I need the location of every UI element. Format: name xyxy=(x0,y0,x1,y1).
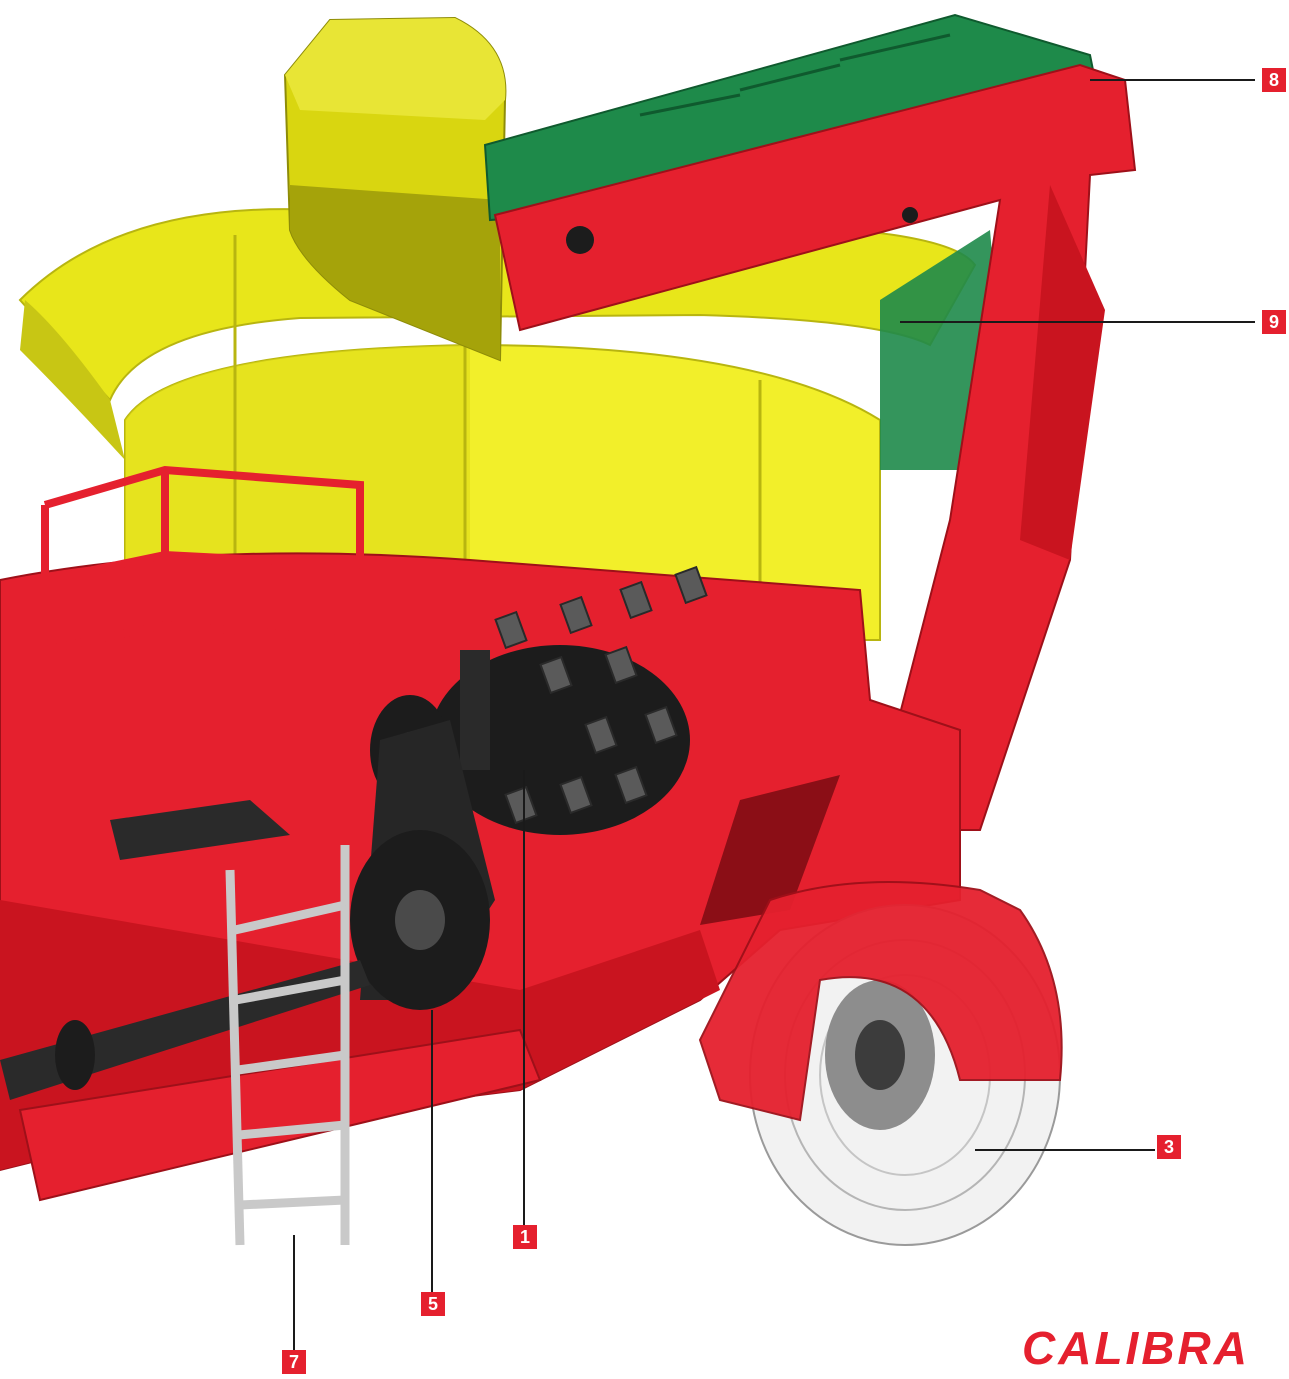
callout-3: 3 xyxy=(1157,1135,1181,1159)
callout-1: 1 xyxy=(513,1225,537,1249)
conveyor-arm xyxy=(493,63,1137,831)
platform-railing xyxy=(41,465,364,850)
deflector xyxy=(283,16,507,362)
leader-lines xyxy=(293,79,1255,1355)
callout-9: 9 xyxy=(1262,310,1286,334)
ladder xyxy=(225,845,350,1246)
brand-logo-text: CALIBRA xyxy=(1022,1322,1250,1374)
fender xyxy=(698,881,1063,1122)
callout-5: 5 xyxy=(421,1292,445,1316)
callout-7: 7 xyxy=(282,1350,306,1374)
rotor xyxy=(430,565,708,835)
callout-8: 8 xyxy=(1262,68,1286,92)
platform-floor xyxy=(110,800,290,860)
belt-drive xyxy=(350,695,495,1010)
